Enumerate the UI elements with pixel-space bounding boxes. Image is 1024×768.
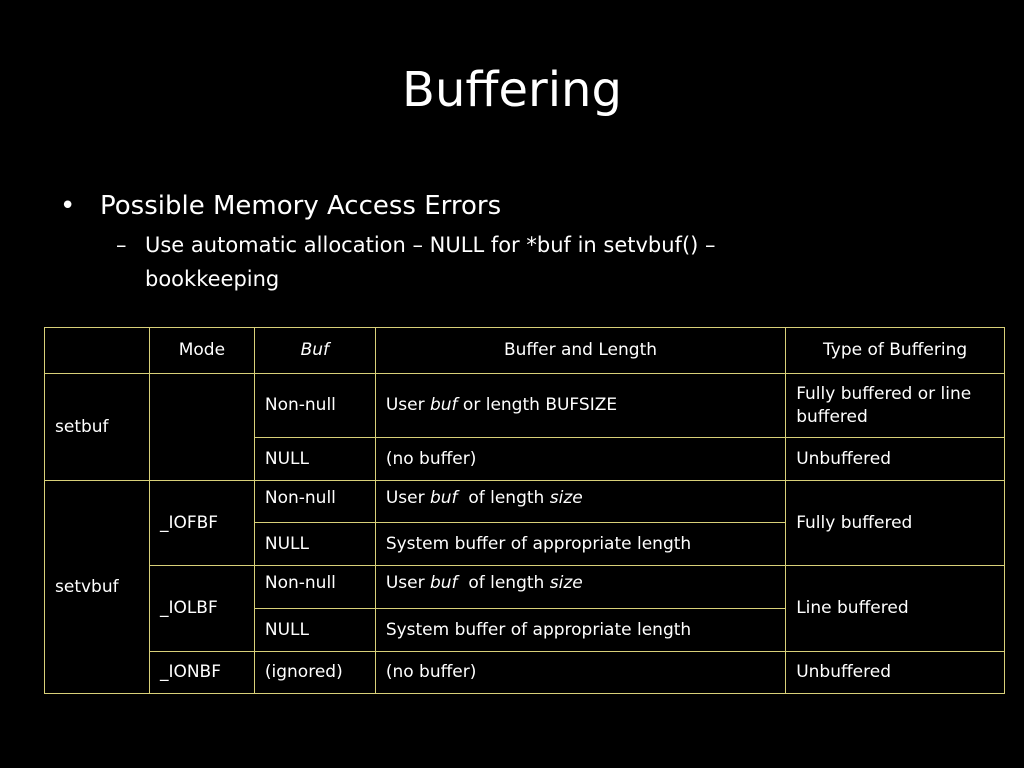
bullet-marker: • — [60, 191, 76, 221]
type-cell: Unbuffered — [785, 437, 1005, 481]
header-buffer-length: Buffer and Length — [374, 327, 787, 374]
length-cell: (no buffer) — [374, 437, 787, 481]
mode-cell-iofbf: _IOFBF — [148, 480, 255, 566]
length-cell: User buf of length size — [374, 480, 787, 523]
table-header-row: Mode Buf Buffer and Length Type of Buffe… — [44, 327, 1005, 374]
buf-cell: NULL — [253, 522, 376, 566]
type-cell: Fully buffered — [785, 480, 1005, 566]
table-row: NULL (no buffer) Unbuffered — [45, 437, 1005, 481]
length-cell: System buffer of appropriate length — [374, 608, 787, 652]
table-row: _IOLBF Non-null User buf of length size … — [45, 565, 1005, 652]
buf-cell: Non-null — [253, 373, 376, 438]
header-mode: Mode — [148, 327, 255, 374]
function-cell-setvbuf: setvbuf — [44, 480, 150, 694]
bullet-text: Possible Memory Access Errors — [100, 191, 502, 221]
slide-title: Buffering — [402, 62, 622, 118]
table-row: setbuf Non-null User buf or length BUFSI… — [44, 373, 1005, 481]
mode-cell-iolbf: _IOLBF — [148, 565, 255, 652]
sub-bullet-item: – Use automatic allocation – NULL for *b… — [60, 228, 775, 296]
mode-cell-ionbf: _IONBF — [148, 651, 255, 694]
bullet-list: • Possible Memory Access Errors – Use au… — [60, 188, 960, 296]
header-blank — [44, 327, 150, 374]
buffering-table: Mode Buf Buffer and Length Type of Buffe… — [44, 327, 1005, 694]
buf-cell: (ignored) — [253, 651, 376, 694]
header-buf: Buf — [253, 327, 376, 374]
length-cell: User buf or length BUFSIZE — [374, 373, 787, 438]
mode-cell-empty — [148, 373, 255, 481]
buf-cell: NULL — [253, 437, 376, 481]
table-row: setvbuf _IOFBF Non-null User buf of leng… — [44, 480, 1005, 694]
length-cell: System buffer of appropriate length — [374, 522, 787, 566]
length-cell: (no buffer) — [374, 651, 787, 694]
table-row: NULL System buffer of appropriate length — [45, 608, 1005, 652]
table-row: NULL System buffer of appropriate length — [45, 522, 1005, 566]
sub-bullet-marker: – — [116, 233, 127, 257]
type-cell: Line buffered — [785, 565, 1005, 652]
buf-cell: Non-null — [253, 565, 376, 609]
type-cell: Fully buffered or line buffered — [785, 373, 1005, 438]
buf-cell: NULL — [253, 608, 376, 652]
length-cell: User buf of length size — [374, 565, 787, 609]
buf-cell: Non-null — [253, 480, 376, 523]
sub-bullet-text: Use automatic allocation – NULL for *buf… — [145, 233, 716, 291]
type-cell: Unbuffered — [785, 651, 1005, 694]
bullet-item: • Possible Memory Access Errors — [60, 188, 960, 224]
function-cell-setbuf: setbuf — [44, 373, 150, 481]
header-type: Type of Buffering — [785, 327, 1005, 374]
table-row: _IONBF (ignored) (no buffer) Unbuffered — [45, 651, 1005, 694]
